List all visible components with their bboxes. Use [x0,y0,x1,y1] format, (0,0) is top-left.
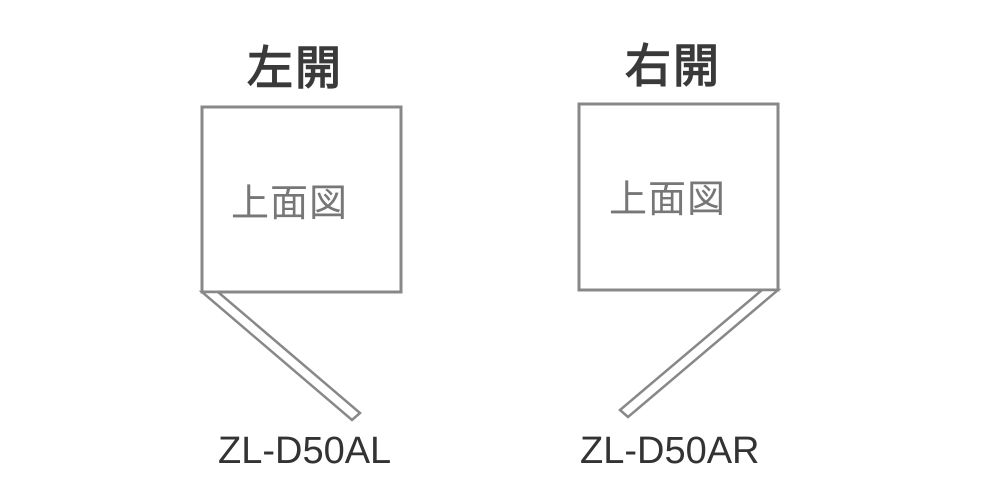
right-open-title: 右開 [625,39,721,93]
right-top-view-label: 上面図 [609,177,727,221]
left-top-view-label: 上面図 [231,181,349,225]
left-top-view-box [200,105,403,294]
right-top-view-box [577,102,780,292]
right-model-number: ZL-D50AR [580,430,760,472]
left-model-number: ZL-D50AL [218,430,392,472]
right-door-panel [618,288,782,419]
left-open-title: 左開 [247,41,343,95]
left-door-panel [198,290,362,422]
